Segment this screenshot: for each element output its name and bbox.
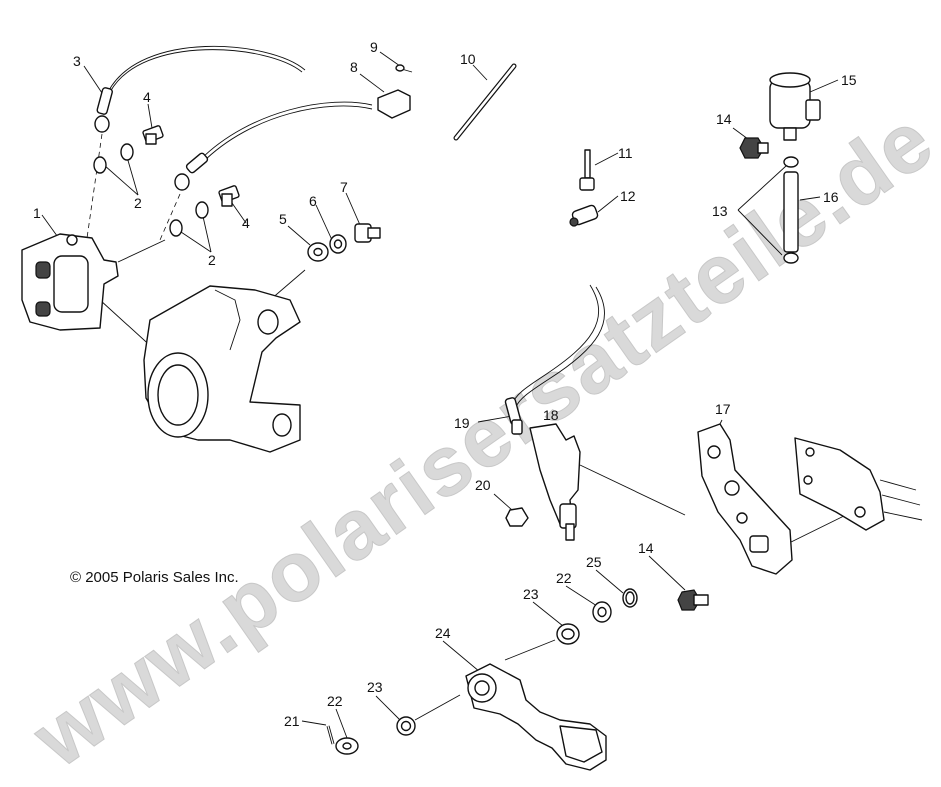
callout-14b: 14: [638, 540, 654, 556]
part-25-snap-ring: [622, 588, 638, 608]
part-23-bushing-lower: [396, 716, 416, 736]
callout-14a: 14: [716, 111, 732, 127]
part-22-washer-lower: [335, 737, 359, 755]
part-22-washer-upper: [592, 601, 612, 623]
copyright-notice: © 2005 Polaris Sales Inc.: [70, 569, 239, 586]
part-21-cotter-pin: [326, 725, 335, 745]
part-5-washer: [307, 242, 329, 262]
callout-17: 17: [715, 401, 731, 417]
part-7-bolt: [354, 223, 381, 243]
part-18-master-cylinder: [529, 423, 581, 541]
part-12-clip: [569, 204, 599, 227]
callout-18: 18: [543, 407, 559, 423]
part-3-hose-fitting: [94, 87, 113, 133]
callout-15: 15: [841, 72, 857, 88]
callout-12: 12: [620, 188, 636, 204]
callout-7: 7: [340, 179, 348, 195]
part-9-screw: [395, 64, 413, 73]
frame-bracket: [794, 437, 923, 531]
callout-13: 13: [712, 203, 728, 219]
callout-5: 5: [279, 211, 287, 227]
callout-10: 10: [460, 51, 476, 67]
part-16-reservoir-hose: [783, 171, 799, 253]
callout-4b: 4: [242, 215, 250, 231]
part-4-banjo-bolt-lower: [218, 185, 240, 207]
part-8-line-clamp: [377, 89, 411, 119]
part-10-push-rod: [453, 63, 517, 141]
callout-23a: 23: [523, 586, 539, 602]
part-23-bushing-upper: [556, 623, 580, 645]
callout-11: 11: [618, 145, 633, 161]
assembly-lines: [85, 133, 853, 721]
brake-line-hoses: [107, 46, 605, 408]
callout-4a: 4: [143, 89, 151, 105]
callout-25: 25: [586, 554, 602, 570]
part-14-bolt-lower: [677, 589, 709, 611]
callout-22b: 22: [327, 693, 343, 709]
callout-2b: 2: [208, 252, 216, 268]
lower-hose-fitting: [174, 152, 209, 191]
brake-caliper-bracket: [143, 285, 301, 453]
callout-1: 1: [33, 205, 41, 221]
part-14-bolt-upper: [739, 137, 769, 159]
callout-9: 9: [370, 39, 378, 55]
callout-19: 19: [454, 415, 470, 431]
callout-8: 8: [350, 59, 358, 75]
callout-16: 16: [823, 189, 839, 205]
part-1-brake-caliper: [21, 233, 119, 331]
callout-6: 6: [309, 193, 317, 209]
part-17-mounting-plate: [697, 423, 793, 575]
callout-24: 24: [435, 625, 451, 641]
callout-3: 3: [73, 53, 81, 69]
part-13-hose-clamps: [783, 156, 799, 264]
callout-20: 20: [475, 477, 491, 493]
part-2-washers: [93, 143, 209, 237]
part-19-hose-fitting: [504, 397, 523, 435]
part-24-brake-pedal: [465, 663, 607, 771]
part-6-nut: [329, 234, 347, 254]
part-15-fluid-reservoir: [769, 72, 821, 141]
part-11-pin: [579, 149, 595, 191]
callout-labels: 1 2 2 3 4 4 5 6 7 8 9 10 11 12 13 14 15 …: [33, 39, 857, 729]
callout-2a: 2: [134, 195, 142, 211]
callout-23b: 23: [367, 679, 383, 695]
part-20-bolt: [505, 507, 529, 527]
part-4-banjo-bolt-upper: [142, 125, 164, 145]
callout-21: 21: [284, 713, 300, 729]
callout-22a: 22: [556, 570, 572, 586]
